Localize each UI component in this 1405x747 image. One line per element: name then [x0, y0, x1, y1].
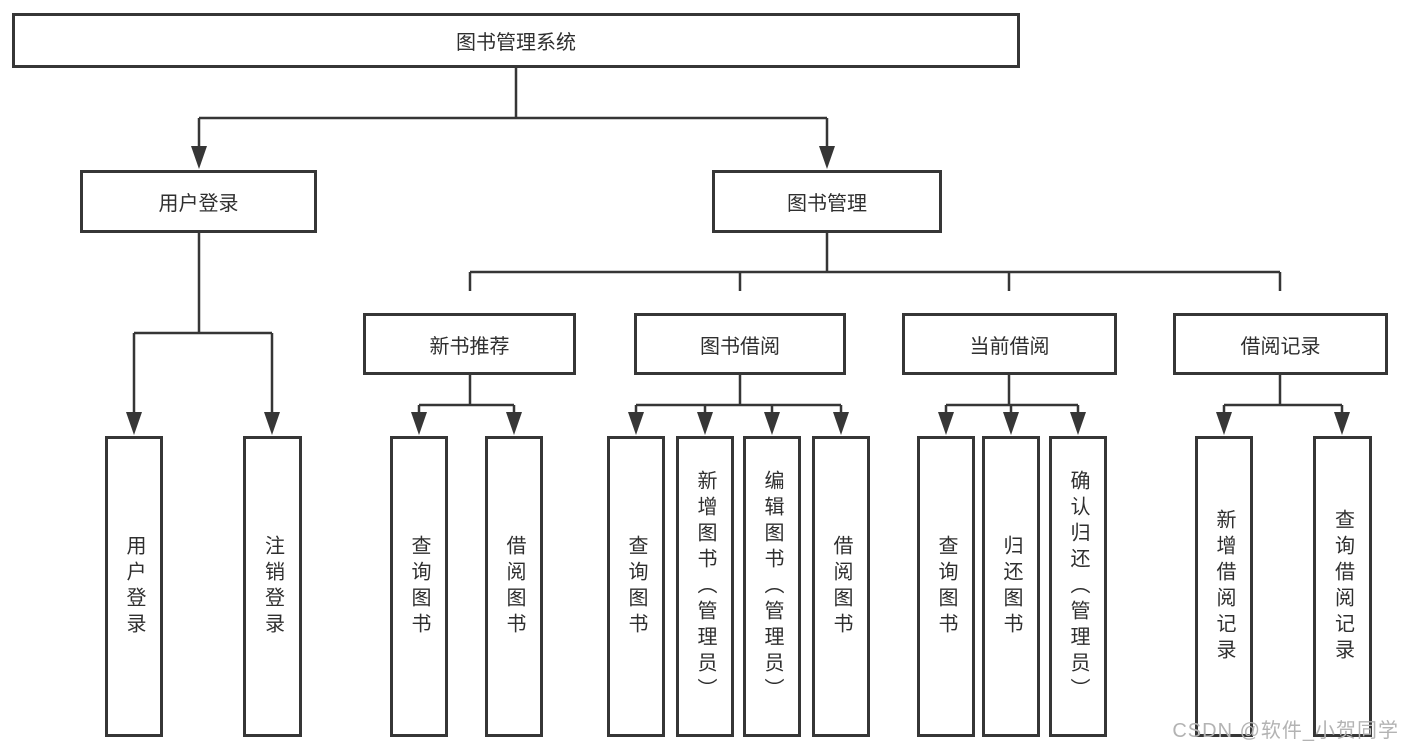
- node-new-book-recommend: 新书推荐: [363, 313, 576, 375]
- leaf-label: 归还图书: [1000, 534, 1022, 639]
- node-label: 图书管理: [787, 193, 867, 215]
- node-borrow-records: 借阅记录: [1173, 313, 1388, 375]
- leaf-query-books-borrow: 查询图书: [607, 436, 665, 737]
- node-book-borrow: 图书借阅: [634, 313, 846, 375]
- leaf-label: 新增借阅记录: [1213, 508, 1235, 665]
- connector-user-login-to-leaves: [132, 233, 274, 416]
- leaf-confirm-return-admin: 确认归还（管理员）: [1049, 436, 1107, 737]
- leaf-logout: 注销登录: [243, 436, 302, 737]
- connector-current-borrow-to-leaves: [944, 375, 1080, 416]
- connector-book-management-to-level3: [468, 233, 1282, 291]
- leaf-query-books-recommend: 查询图书: [390, 436, 448, 737]
- leaf-label: 查询图书: [935, 534, 957, 639]
- leaf-query-borrow-record: 查询借阅记录: [1313, 436, 1372, 737]
- leaf-query-books-current: 查询图书: [917, 436, 975, 737]
- leaf-add-borrow-record: 新增借阅记录: [1195, 436, 1253, 737]
- node-user-login: 用户登录: [80, 170, 317, 233]
- leaf-label: 新增图书（管理员）: [694, 469, 716, 704]
- node-label: 图书借阅: [700, 335, 780, 358]
- node-label: 新书推荐: [429, 335, 510, 358]
- leaf-label: 借阅图书: [830, 534, 852, 639]
- csdn-watermark: CSDN @软件_小贺同学: [1172, 720, 1399, 742]
- node-book-management: 图书管理: [712, 170, 942, 233]
- leaf-borrow-books-recommend: 借阅图书: [485, 436, 543, 737]
- leaf-label: 借阅图书: [503, 534, 525, 639]
- leaf-label: 查询图书: [625, 534, 647, 639]
- arrowheads: [126, 146, 1350, 435]
- leaf-label: 查询借阅记录: [1331, 508, 1354, 665]
- leaf-label: 用户登录: [123, 534, 145, 639]
- leaf-label: 查询图书: [408, 534, 430, 639]
- leaf-add-books-admin: 新增图书（管理员）: [676, 436, 734, 737]
- node-label: 用户登录: [158, 193, 239, 215]
- connector-borrow-records-to-leaves: [1222, 375, 1344, 416]
- leaf-label: 编辑图书（管理员）: [761, 469, 783, 704]
- connector-new-book-to-leaves: [417, 375, 516, 416]
- leaf-edit-books-admin: 编辑图书（管理员）: [743, 436, 801, 737]
- node-label: 借阅记录: [1240, 335, 1321, 358]
- node-label: 当前借阅: [969, 335, 1050, 358]
- leaf-label: 确认归还（管理员）: [1067, 469, 1089, 704]
- leaf-borrow-books: 借阅图书: [812, 436, 870, 737]
- connector-book-borrow-to-leaves: [634, 375, 843, 416]
- leaf-label: 注销登录: [261, 534, 284, 639]
- node-current-borrow: 当前借阅: [902, 313, 1117, 375]
- connector-root-to-level2: [197, 68, 829, 148]
- leaf-user-login: 用户登录: [105, 436, 163, 737]
- leaf-return-books: 归还图书: [982, 436, 1040, 737]
- node-root-library-management-system: 图书管理系统: [12, 13, 1020, 68]
- node-label: 图书管理系统: [456, 32, 576, 54]
